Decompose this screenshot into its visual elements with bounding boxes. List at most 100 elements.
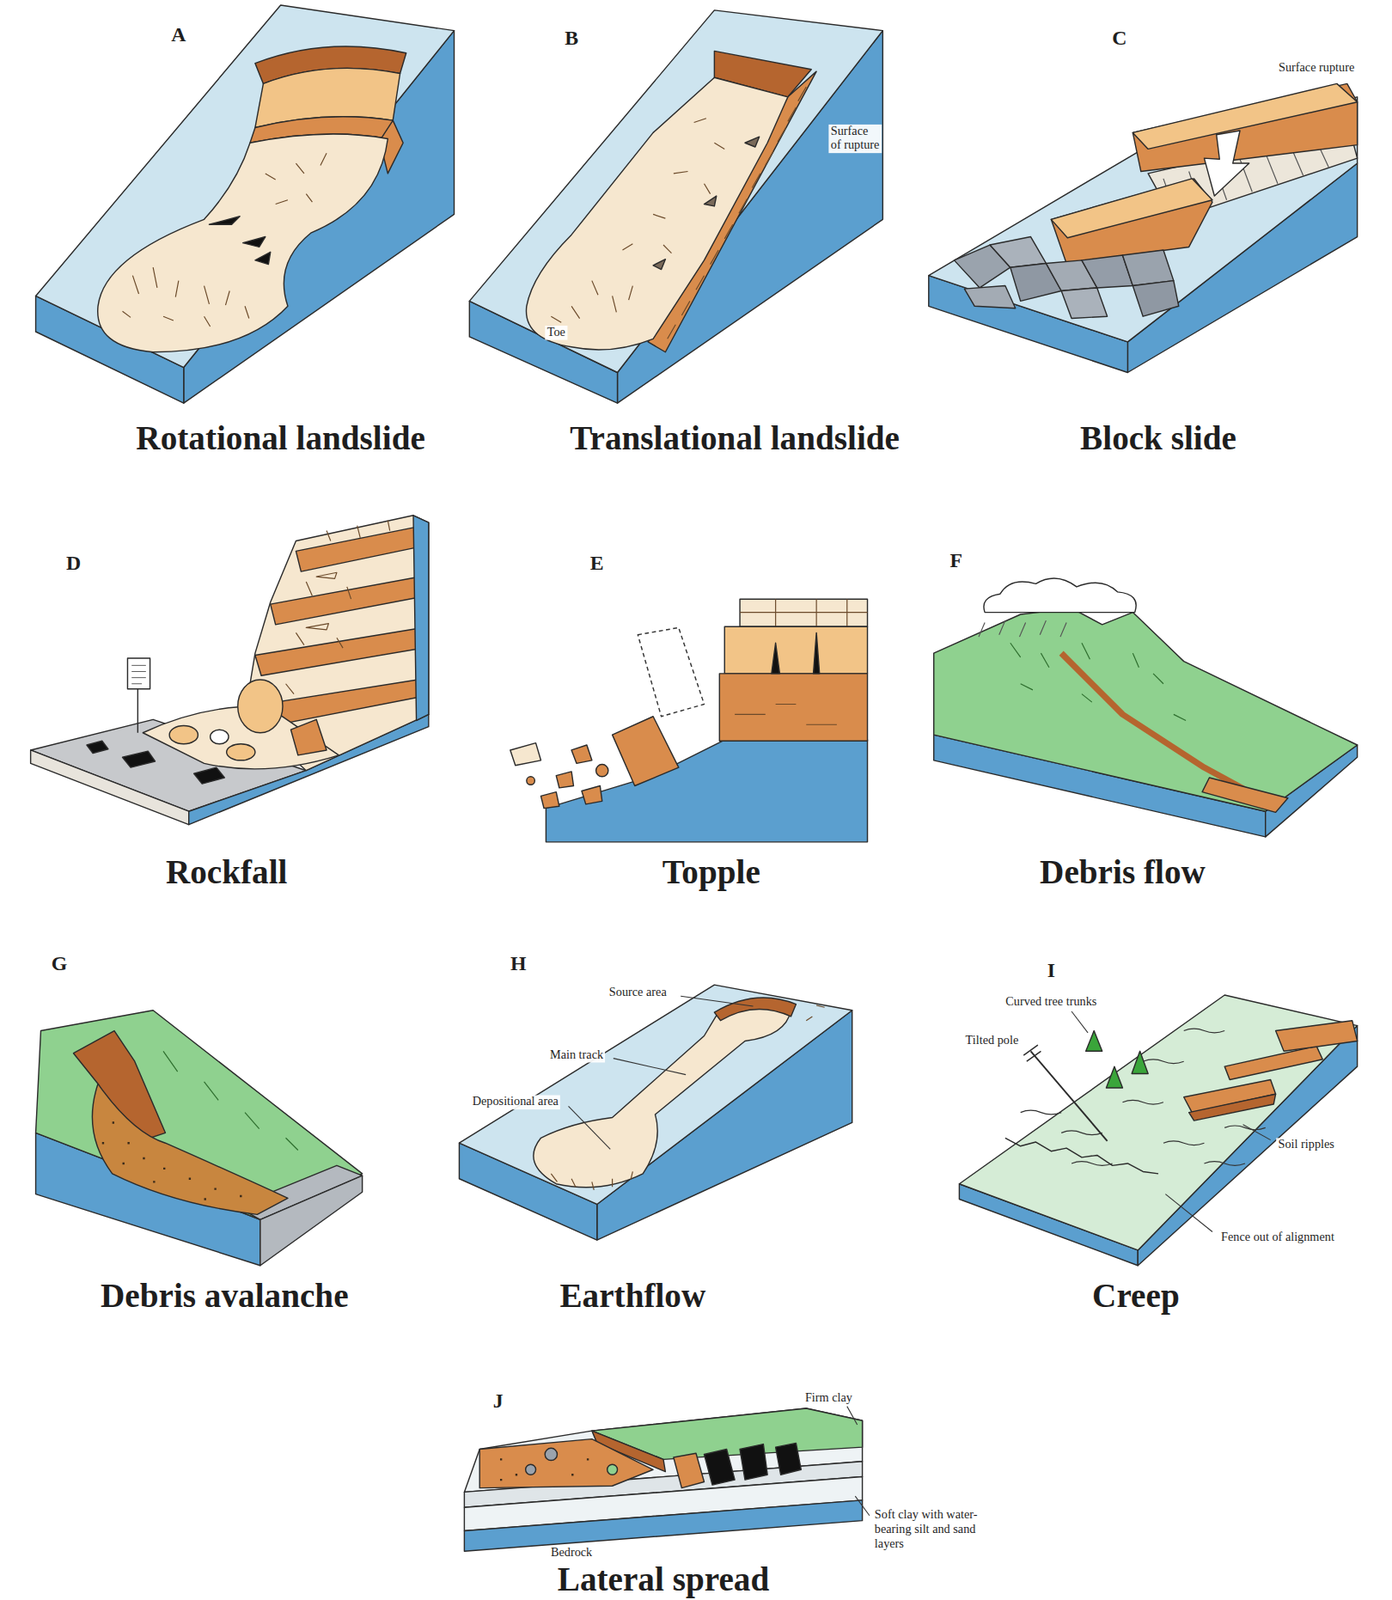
- annotation: Surface rupture: [1276, 61, 1357, 75]
- block-slide-figure-part: [1061, 287, 1107, 319]
- topple-figure-part: [596, 764, 609, 777]
- caption: Rockfall: [165, 855, 288, 890]
- panel-letter: G: [51, 952, 68, 974]
- annotation: Source area: [606, 985, 669, 1000]
- caption: Block slide: [1080, 421, 1237, 456]
- topple-figure: [510, 598, 868, 843]
- annotation: Surface of rupture: [828, 124, 882, 153]
- panel-letter: C: [1111, 27, 1127, 49]
- creep-figure-part: [1189, 1093, 1276, 1121]
- topple-figure-part: [719, 673, 867, 741]
- block-slide-figure-part: [1050, 178, 1213, 264]
- creep-figure-part: [1105, 1066, 1123, 1088]
- earthflow-figure-part: [714, 997, 796, 1021]
- creep-figure-part: [958, 995, 1357, 1251]
- creep-figure-part: [1276, 1020, 1358, 1052]
- leader-line-part: [1243, 1124, 1271, 1141]
- lateral-spread-figure-part: [500, 1459, 589, 1480]
- rockfall-figure-part: [122, 750, 156, 768]
- annotation: Firm clay: [803, 1391, 855, 1405]
- debris-avalanche-figure-part: [260, 1175, 363, 1266]
- topple-figure-part: [734, 704, 837, 726]
- block-slide-figure-part: [1122, 250, 1173, 287]
- rockfall-figure-part: [290, 719, 327, 756]
- panel-letter: H: [510, 952, 526, 974]
- rockfall-figure: [30, 515, 429, 825]
- debris-avalanche-figure-part: [102, 1122, 243, 1199]
- caption: Rotational landslide: [135, 421, 425, 456]
- block-slide-figure-part: [1203, 130, 1249, 196]
- lateral-spread-figure-part: [479, 1439, 654, 1489]
- rockfall-figure-part: [270, 576, 422, 625]
- topple-figure-part: [545, 739, 867, 843]
- block-slide-figure-part: [1132, 83, 1357, 149]
- rotational-landslide-figure-part: [208, 216, 270, 265]
- rockfall-figure-part: [413, 515, 429, 721]
- lateral-spread-figure-part: [464, 1500, 862, 1551]
- leader-line-part: [1165, 1194, 1213, 1233]
- block-slide-figure: [928, 83, 1358, 373]
- leader-line: [847, 1406, 870, 1516]
- debris-flow-figure-part: [1061, 653, 1276, 806]
- rockfall-figure-part: [86, 740, 109, 753]
- rotational-landslide-figure: [36, 5, 455, 403]
- earthflow-figure-part: [550, 1005, 825, 1191]
- annotation: Curved tree trunks: [1003, 995, 1099, 1009]
- lateral-spread-figure: [464, 1406, 870, 1552]
- annotation: Soft clay with water-bearing silt and sa…: [872, 1508, 987, 1551]
- topple-figure-part: [581, 786, 603, 805]
- debris-flow-figure-part: [1202, 777, 1289, 812]
- block-slide-figure-part: [989, 237, 1046, 269]
- block-slide-figure-part: [1132, 83, 1357, 171]
- annotation: Main track: [548, 1048, 606, 1063]
- topple-figure-part: [612, 716, 679, 787]
- topple-figure-part: [510, 743, 542, 766]
- annotation: Tilted pole: [963, 1033, 1020, 1048]
- caption: Topple: [662, 855, 761, 890]
- translational-landslide-figure-part: [525, 77, 788, 350]
- topple-figure-part: [739, 598, 867, 627]
- rockfall-figure-part: [286, 520, 391, 695]
- caption: Translational landslide: [569, 421, 900, 456]
- rotational-landslide-figure-part: [122, 152, 328, 327]
- topple-figure-part: [571, 744, 593, 764]
- caption: Lateral spread: [557, 1562, 770, 1597]
- panel-letter: I: [1047, 958, 1056, 980]
- caption: Earthflow: [559, 1279, 706, 1313]
- lateral-spread-figure-part: [739, 1444, 768, 1481]
- earthflow-figure: [458, 984, 852, 1240]
- panel-letter: E: [590, 552, 605, 574]
- block-slide-figure-part: [964, 286, 1015, 309]
- panel-letter: D: [66, 552, 81, 574]
- annotation: Soil ripples: [1276, 1137, 1337, 1152]
- annotation: Bedrock: [549, 1545, 595, 1560]
- panel-letter: B: [564, 27, 579, 49]
- debris-avalanche-figure-part: [91, 1083, 288, 1215]
- topple-figure-part: [739, 598, 867, 627]
- translational-landslide-figure-part: [653, 136, 760, 269]
- rockfall-figure-part: [238, 679, 283, 733]
- lateral-spread-figure-part: [544, 1447, 557, 1460]
- earthflow-figure-part: [458, 984, 852, 1204]
- caption: Creep: [1092, 1279, 1180, 1313]
- translational-landslide-figure-part: [469, 10, 883, 373]
- creep-figure-part: [1020, 1028, 1266, 1166]
- leader-line-part: [847, 1406, 858, 1425]
- panel-letter: J: [493, 1390, 504, 1411]
- landslide-illustration-part: [30, 5, 1358, 1551]
- debris-avalanche-figure-part: [163, 1050, 299, 1150]
- rockfall-figure-part: [295, 525, 423, 572]
- panel-letter: F: [950, 549, 964, 571]
- lateral-spread-figure-part: [607, 1464, 618, 1475]
- creep-figure-part: [1131, 1050, 1148, 1074]
- rotational-landslide-figure-part: [36, 5, 455, 368]
- topple-figure-part: [540, 792, 559, 809]
- leader-line: [568, 995, 754, 1149]
- translational-landslide-figure-part: [550, 118, 725, 324]
- earthflow-figure-part: [533, 1002, 792, 1188]
- caption: Debris flow: [1039, 855, 1206, 890]
- rockfall-figure-part: [131, 665, 147, 684]
- topple-figure-part: [771, 632, 820, 674]
- rockfall-figure-part: [127, 658, 150, 690]
